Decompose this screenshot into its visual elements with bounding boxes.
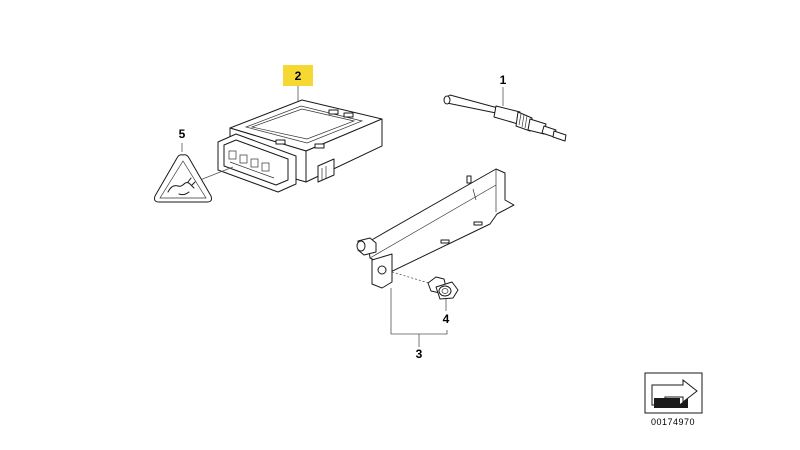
navigation-arrow-button[interactable]: [644, 372, 703, 414]
arrow-shadow-icon: [654, 398, 688, 408]
callout-1[interactable]: 1: [500, 73, 507, 87]
glow-plug-part[interactable]: [443, 87, 567, 142]
callout-3[interactable]: 3: [416, 347, 423, 361]
diagram-number: 00174970: [651, 417, 695, 427]
bracket-assembly-part[interactable]: [356, 168, 515, 347]
callout-5[interactable]: 5: [179, 127, 186, 141]
warning-label-part[interactable]: [154, 143, 234, 203]
callout-2-highlight: [283, 65, 313, 86]
callout-2[interactable]: 2: [295, 69, 302, 83]
callout-4[interactable]: 4: [443, 312, 450, 326]
control-unit-part[interactable]: [217, 86, 383, 193]
nut-part[interactable]: [427, 276, 459, 311]
